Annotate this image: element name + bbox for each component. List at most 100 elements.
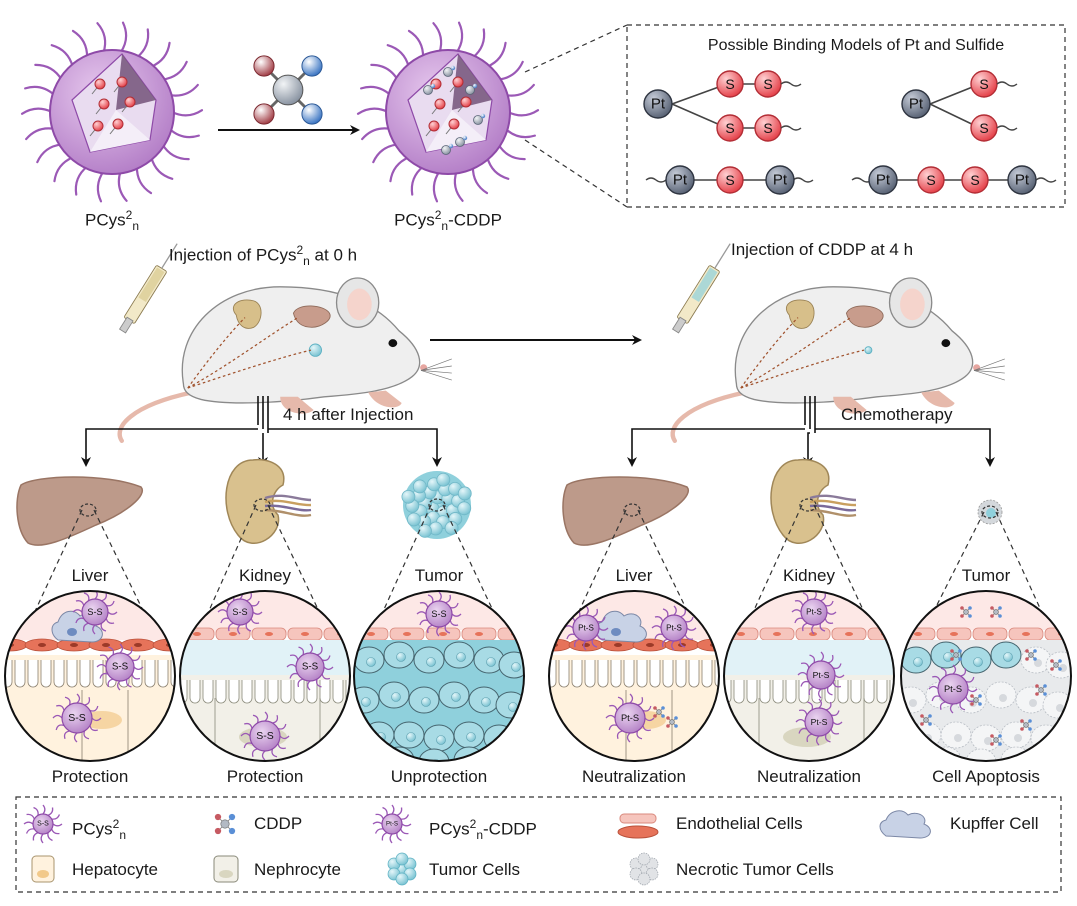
particle-body — [800, 598, 828, 626]
particle-chain — [89, 725, 98, 732]
organ-label-liver-2: Liver — [615, 566, 653, 585]
corona-chain — [360, 85, 392, 97]
particle-chain — [83, 730, 90, 740]
particle-chain — [133, 666, 144, 670]
particle-chain — [824, 618, 834, 624]
sulfur-atom — [452, 76, 464, 88]
tumor-nucleus — [391, 692, 401, 702]
cddp-molecule — [666, 716, 678, 728]
corona-chain — [504, 83, 535, 97]
microvillus — [701, 660, 713, 688]
particle-chain — [26, 813, 35, 820]
microvillus — [837, 680, 849, 704]
mouse-whisker — [420, 370, 452, 374]
particle-chain — [818, 698, 822, 709]
legend-label-tumor-cells: Tumor Cells — [429, 860, 520, 879]
microvillus — [14, 660, 26, 688]
particle-chain — [807, 701, 814, 711]
particle-chain — [965, 696, 974, 703]
renal-vessel — [809, 494, 857, 502]
microvillus — [92, 660, 104, 688]
chain-end — [996, 81, 1018, 87]
pt-atom-label: Pt — [876, 172, 891, 189]
particle-chain — [56, 704, 65, 711]
microvillus — [558, 660, 570, 688]
endothelial-nucleus — [950, 632, 958, 636]
corona-chain — [497, 143, 526, 161]
syringe-fluid — [691, 267, 718, 303]
particle-chain — [939, 701, 946, 710]
s-atom — [716, 114, 744, 142]
particle-chain — [928, 685, 939, 690]
particle-chain — [83, 592, 90, 601]
outcome-label-4: Neutralization — [582, 767, 686, 786]
chain-end — [792, 177, 814, 183]
particle-chain — [23, 821, 34, 825]
corona-chain — [117, 170, 128, 202]
particle-label: S-S — [112, 662, 129, 673]
ligand-atom — [960, 606, 964, 610]
microvillus — [228, 680, 240, 704]
pt-atom-label: Pt — [673, 172, 688, 189]
particle-chain — [52, 823, 63, 827]
particle-chain — [654, 633, 663, 640]
particle-chain — [107, 678, 114, 688]
particle-chain — [52, 714, 63, 719]
particle-chain — [574, 638, 580, 648]
corona-chain — [432, 170, 441, 203]
chloride-atom — [253, 103, 275, 125]
ligand-atom — [1020, 719, 1024, 723]
particle-chain — [246, 592, 252, 602]
particle-chain — [250, 618, 260, 624]
sulfur-atom — [112, 118, 124, 130]
legend-icon-hepatocyte — [31, 855, 55, 883]
zoom-origin — [799, 498, 817, 512]
cddp-molecule — [990, 606, 1002, 618]
tumor-nucleus — [451, 692, 461, 702]
pt-atom — [665, 165, 695, 195]
particle-chain — [797, 672, 808, 676]
particle-label: Pt-S — [386, 821, 398, 828]
outcome-label-3: Unprotection — [390, 767, 488, 786]
microvillus — [40, 660, 52, 688]
ligand-atom — [978, 694, 982, 698]
cddp-molecule — [653, 706, 665, 718]
particle-label: Pt-S — [666, 624, 682, 633]
particle-label: S-S — [87, 607, 102, 617]
cutaway-shadow — [116, 54, 156, 110]
tumor-nucleus — [511, 662, 521, 672]
particle-chain — [381, 832, 388, 841]
legend-panel: S-S Pt-S — [15, 796, 1062, 893]
chain-end — [996, 125, 1018, 131]
zoom-circle-1: S-SS-SS-S — [4, 590, 176, 762]
particle: S-S — [286, 643, 334, 691]
particle: Pt-S — [563, 605, 609, 651]
zoom-circle-content: Pt-S — [901, 591, 1071, 761]
tumor-nucleus — [466, 757, 476, 761]
particle-label: S-S — [37, 821, 49, 828]
particle-chain — [105, 618, 115, 624]
particle-chain — [436, 626, 440, 637]
particle-chain — [47, 807, 54, 816]
cddp-molecule — [423, 85, 433, 95]
binding-models-title: Possible Binding Models of Pt and Sulfid… — [707, 37, 1005, 54]
cddp-molecule — [473, 115, 483, 125]
microvillus — [254, 680, 266, 704]
platinum-center — [1028, 652, 1034, 658]
particle-body — [806, 660, 836, 690]
legend-label-cddp: CDDP — [254, 814, 303, 833]
particle-chain — [598, 627, 609, 631]
circulation-path — [187, 317, 246, 389]
ligand-atom — [1028, 719, 1032, 723]
mouse-tumor — [308, 343, 322, 357]
mouse-kidney — [785, 299, 815, 329]
particle-chain — [228, 622, 234, 632]
particle-chain — [830, 728, 840, 735]
particle: Pt-S — [605, 693, 655, 743]
microvillus — [597, 660, 609, 688]
corona-chain — [486, 41, 507, 68]
ligand-atom — [674, 716, 678, 720]
legend-label-pcys: PCys2n — [72, 817, 126, 843]
particle-chain — [277, 743, 286, 750]
s-atom-label: S — [979, 76, 988, 92]
